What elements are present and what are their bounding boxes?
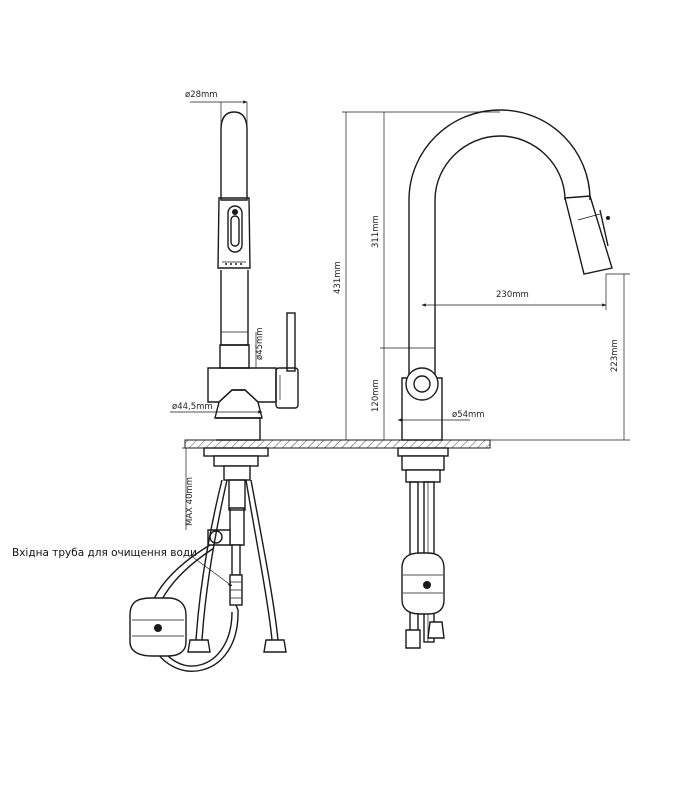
dim-120-label: 120mm — [371, 379, 381, 412]
dim-54-label: ø54mm — [452, 410, 485, 420]
side-body — [401, 367, 443, 441]
front-body — [207, 312, 299, 441]
side-view — [397, 109, 613, 649]
dim-45-label: ø45mm — [255, 327, 265, 360]
side-spout — [408, 109, 613, 375]
side-undercounter — [397, 447, 449, 649]
hose-weight — [129, 597, 187, 657]
front-undercounter — [129, 447, 287, 672]
dim-431-label: 431mm — [333, 261, 343, 294]
dim-223-label: 223mm — [610, 339, 620, 372]
dim-max-40-label: MAX 40mm — [185, 477, 195, 526]
countertop — [184, 439, 491, 449]
front-view — [129, 111, 299, 672]
dim-230-label: 230mm — [496, 290, 529, 300]
inlet-pipe-note: Вхідна труба для очищення води — [12, 547, 197, 559]
dimensions — [170, 100, 630, 587]
dim-44-5-label: ø44,5mm — [172, 402, 213, 412]
dim-28-label: ø28mm — [185, 90, 218, 100]
dim-311-label: 311mm — [371, 215, 381, 248]
front-spout — [217, 111, 251, 369]
